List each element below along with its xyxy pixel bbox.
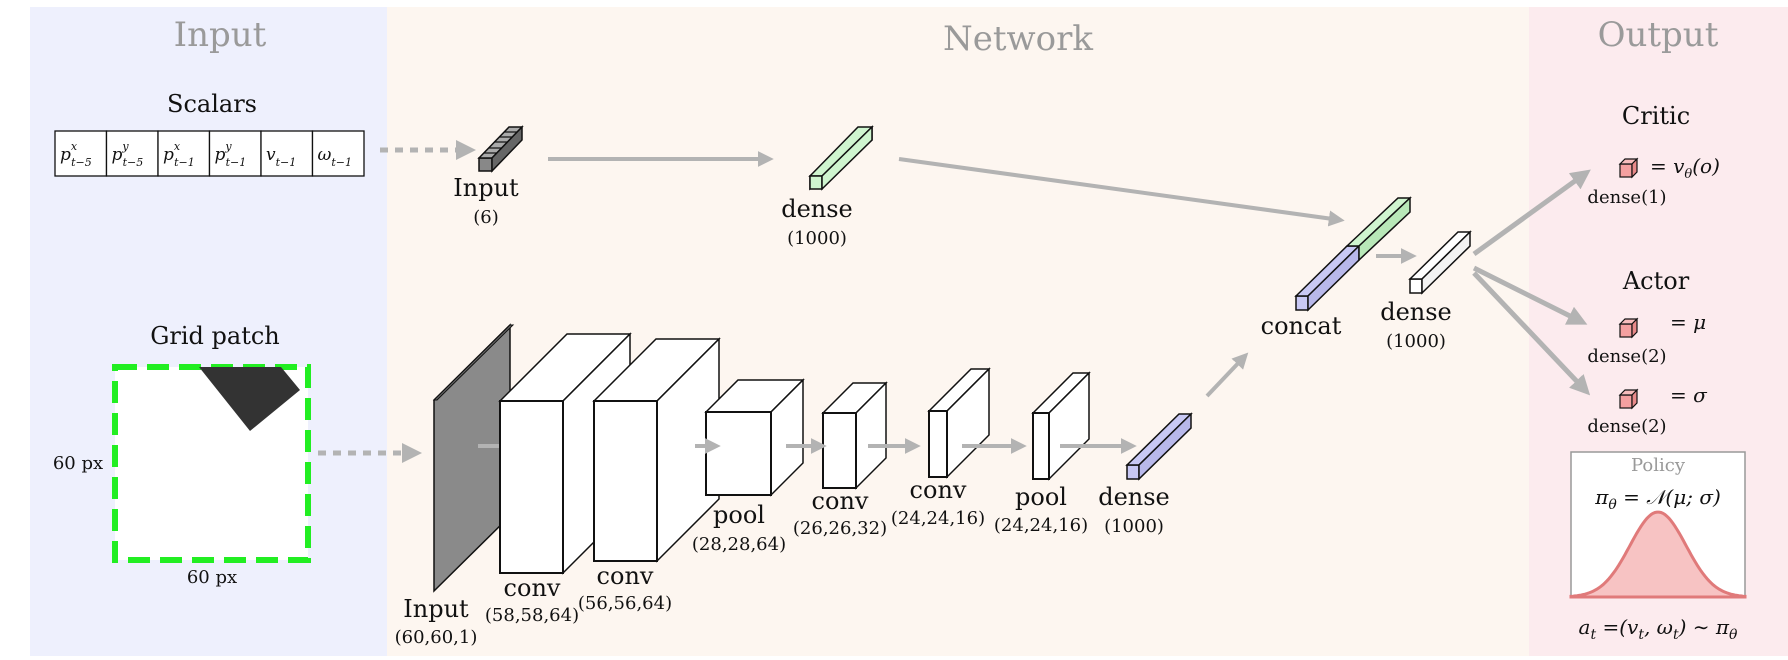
dense-to-critic-arrow: [1472, 169, 1591, 257]
grid-layer-dims: (58,58,64): [485, 605, 579, 626]
grid-layer-dims: (26,26,32): [793, 518, 887, 539]
scalar-dense-block: [808, 125, 874, 191]
grid-input-block: [432, 323, 515, 593]
scalar-dense-to-concat-arrow: [898, 157, 1345, 227]
policy-formula: πθ = 𝒩(μ; σ): [1594, 485, 1721, 513]
grid-dense-dims: (1000): [1104, 516, 1164, 537]
grid-layer-label: conv: [910, 476, 967, 504]
grid-layer-block: conv (26,26,32): [793, 381, 888, 539]
grid-layer-block: pool (24,24,16): [994, 371, 1091, 536]
grid-layer-block: conv (24,24,16): [891, 367, 991, 529]
mu-block: [1618, 317, 1639, 339]
scalars-title: Scalars: [167, 90, 257, 118]
sigma-equation: = σ: [1670, 383, 1708, 407]
critic-block: [1618, 157, 1639, 179]
merge-dense-block: [1408, 230, 1472, 295]
network-panel-title: Network: [943, 19, 1093, 59]
critic-equation: = vθ(o): [1650, 154, 1720, 182]
grid-layer-label: pool: [713, 501, 765, 529]
grid-layer-block: conv (56,56,64): [578, 337, 721, 614]
critic-title: Critic: [1622, 102, 1690, 130]
grid-input-dims: (60,60,1): [395, 627, 478, 648]
grid-layer-label: conv: [504, 574, 561, 602]
actor-title: Actor: [1622, 267, 1690, 295]
mu-equation: = μ: [1670, 310, 1706, 334]
concat-label: concat: [1261, 312, 1342, 340]
grid-dense-block: [1125, 412, 1193, 481]
scalar-cell: vt−1: [260, 130, 314, 177]
scalar-cell-label: vt−1: [266, 145, 296, 169]
policy-title: Policy: [1631, 455, 1686, 476]
scalar-input-dims: (6): [473, 207, 499, 228]
grid-patch-obstacle: [199, 367, 300, 431]
sigma-layer-label: dense(2): [1587, 416, 1666, 437]
grid-dense-to-concat-arrow: [1205, 352, 1249, 398]
input-panel-title: Input: [174, 15, 267, 55]
concat-block: [1294, 196, 1412, 312]
grid-dense-label: dense: [1098, 483, 1170, 511]
merge-dense-label: dense: [1380, 298, 1452, 326]
scalar-input-block: [477, 125, 524, 173]
scalar-dense-dims: (1000): [787, 228, 847, 249]
grid-layer-label: conv: [597, 562, 654, 590]
dense-to-sigma-arrow: [1472, 271, 1591, 396]
scalar-dense-label: dense: [781, 195, 853, 223]
critic-layer-label: dense(1): [1587, 187, 1666, 208]
grid-layer-dims: (24,24,16): [891, 508, 985, 529]
policy-gaussian-curve: [1569, 510, 1747, 599]
merge-dense-dims: (1000): [1386, 331, 1446, 352]
scalar-cell: ωt−1: [311, 130, 365, 177]
grid-layer-label: pool: [1015, 483, 1067, 511]
dense-to-mu-arrow: [1472, 265, 1588, 325]
action-formula: at =(vt, ωt) ∼ πθ: [1579, 615, 1739, 643]
grid-layer-label: conv: [812, 487, 869, 515]
output-panel-title: Output: [1598, 15, 1719, 55]
grid-layer-dims: (28,28,64): [692, 534, 786, 555]
grid-patch-height-label: 60 px: [53, 453, 103, 474]
grid-patch-width-label: 60 px: [187, 567, 237, 588]
scalar-input-label: Input: [453, 174, 519, 202]
grid-input-label: Input: [403, 595, 469, 623]
grid-layer-stack: conv (58,58,64) conv (56,56,64) pool (28,28,6…: [485, 332, 1137, 626]
grid-patch-title: Grid patch: [150, 322, 280, 350]
scalar-cell-label: ωt−1: [318, 145, 353, 169]
mu-layer-label: dense(2): [1587, 346, 1666, 367]
grid-layer-dims: (24,24,16): [994, 515, 1088, 536]
sigma-block: [1618, 388, 1639, 410]
grid-layer-dims: (56,56,64): [578, 593, 672, 614]
